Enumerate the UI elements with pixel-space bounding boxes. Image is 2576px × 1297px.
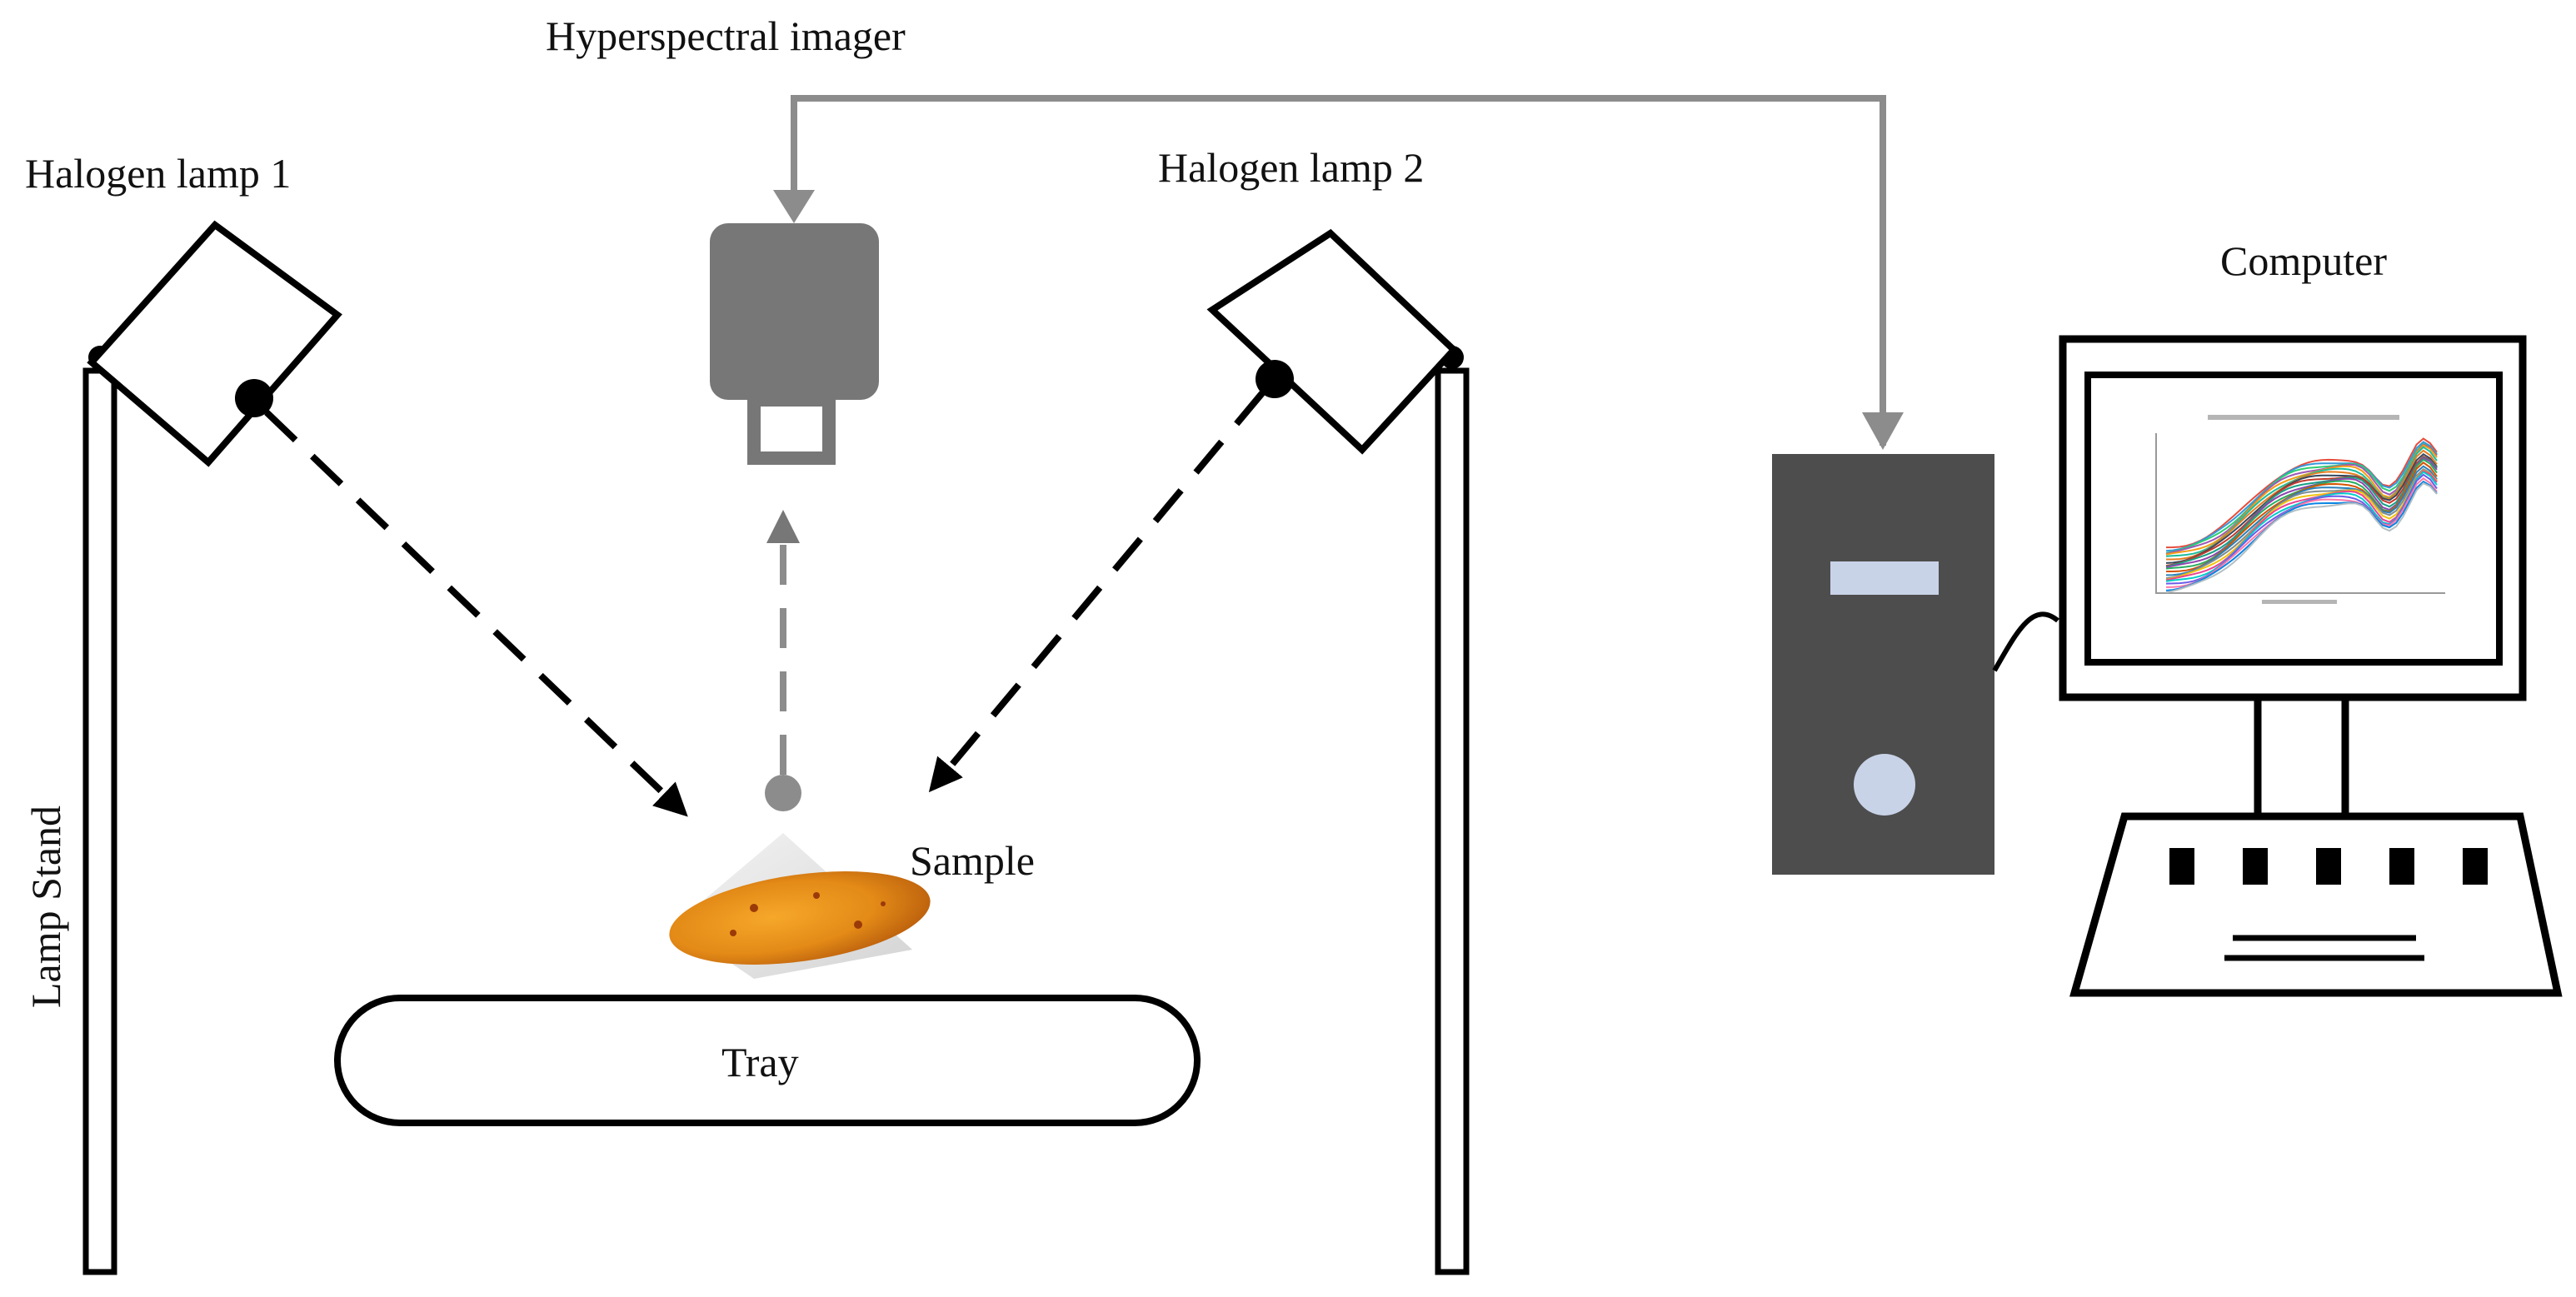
label-halogen-lamp-2: Halogen lamp 2	[1158, 144, 1424, 191]
lamp-stand-left	[82, 346, 117, 1275]
label-computer: Computer	[2220, 237, 2387, 284]
computer-tower	[1772, 454, 1994, 875]
halogen-lamp-1	[87, 220, 342, 467]
spectrum-curve	[2165, 456, 2438, 568]
keyboard-key	[2243, 848, 2268, 885]
plot-xlabel-bar	[2262, 600, 2337, 604]
spectrum-curve	[2165, 480, 2438, 591]
keyboard-key	[2389, 848, 2414, 885]
halogen-lamp-2	[1206, 228, 1459, 455]
data-cable	[773, 95, 1904, 450]
spectrum-curve	[2165, 467, 2438, 580]
sample	[669, 833, 931, 979]
light-path-lamp1-to-sample	[264, 410, 688, 817]
spectrum-curve	[2165, 443, 2438, 555]
monitor-spectrum-plot	[2155, 415, 2445, 604]
spectrum-curve	[2165, 452, 2438, 564]
spectrum-curve	[2165, 442, 2438, 554]
light-path-lamp2-to-sample	[928, 391, 1266, 793]
tray	[334, 995, 1201, 1126]
spectrum-curve	[2165, 441, 2438, 552]
keyboard-key	[2316, 848, 2341, 885]
keyboard-key	[2463, 848, 2488, 885]
spectrum-curve	[2165, 477, 2438, 588]
label-tray: Tray	[721, 1039, 799, 1085]
plot-axes	[2155, 433, 2445, 594]
label-hyperspectral-imager: Hyperspectral imager	[546, 12, 906, 59]
label-halogen-lamp-1: Halogen lamp 1	[25, 150, 291, 197]
spectrum-curve	[2165, 470, 2438, 581]
keyboard	[2069, 812, 2563, 997]
keyboard-key	[2169, 848, 2194, 885]
spectrum-curve	[2165, 481, 2438, 594]
computer-monitor	[2059, 335, 2527, 821]
label-lamp-stand: Lamp Stand	[22, 806, 69, 1008]
hyperspectral-imager	[710, 223, 879, 465]
reflected-light-path	[765, 510, 801, 811]
spectrum-curve	[2165, 465, 2438, 576]
lamp-stand-right	[1435, 346, 1470, 1275]
spectrum-curve	[2165, 455, 2438, 567]
label-sample: Sample	[910, 837, 1035, 884]
spectrum-curve	[2165, 456, 2438, 568]
spectrum-curve	[2165, 469, 2438, 581]
plot-title-bar	[2208, 415, 2399, 420]
monitor-cable	[1992, 611, 2059, 672]
